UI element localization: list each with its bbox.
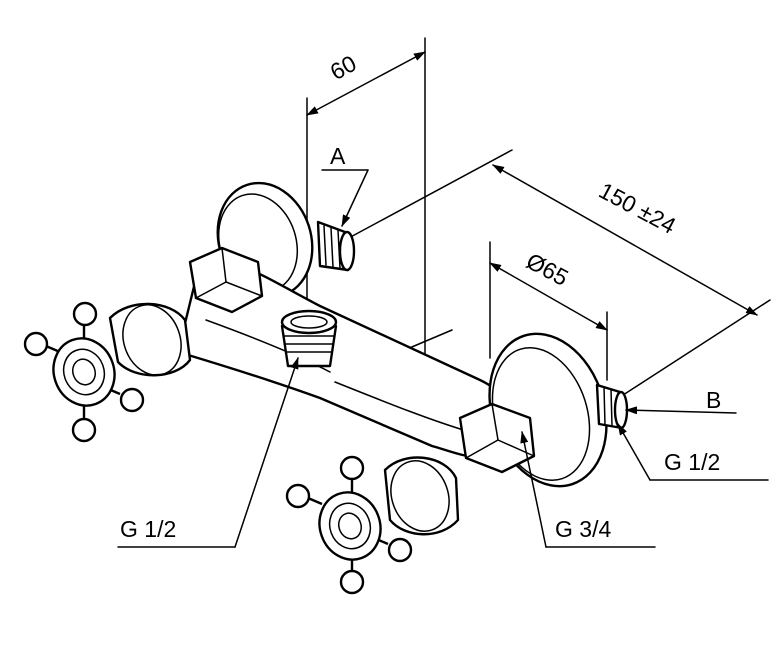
centre-outlet: [280, 309, 338, 368]
leader-b: [625, 406, 737, 415]
thread-label-right: G 1/2: [664, 449, 720, 475]
leader-lines: [117, 169, 769, 548]
leader-g12-right: [617, 423, 651, 481]
left-handle-knob-top: [72, 301, 98, 327]
dimension-line-150: [492, 164, 758, 316]
marker-label-a: A: [330, 143, 346, 169]
thread-label-escutcheon: G 3/4: [555, 516, 611, 542]
dimension-line-diameter: [489, 262, 608, 331]
thread-label-bottom-left: G 1/2: [120, 516, 176, 542]
marker-label-b: B: [706, 387, 721, 413]
extension-line-150-left: [344, 149, 513, 241]
left-hex-nut: [188, 246, 264, 314]
leader-g34: [520, 431, 547, 548]
right-handle-knob-top: [339, 455, 365, 481]
right-handle-knob-bottom: [339, 569, 365, 595]
left-handle-knob-bottom: [71, 417, 97, 443]
left-handle-knob-left: [23, 331, 49, 357]
dimension-label-diameter: Ø65: [522, 248, 573, 291]
left-valve-handle: [23, 301, 192, 443]
dimension-line-60: [306, 51, 426, 116]
right-hex-nut: [458, 402, 536, 474]
dimension-label-60: 60: [326, 50, 361, 85]
left-handle-knob-right: [119, 387, 145, 413]
dimension-lines: [306, 37, 771, 398]
extension-line-150-right: [619, 299, 771, 398]
right-handle-knob-left: [285, 483, 311, 509]
right-handle-knob-right: [387, 537, 413, 563]
leader-a: [341, 169, 369, 227]
right-valve-handle: [285, 455, 460, 595]
leader-g12-left: [234, 357, 299, 548]
